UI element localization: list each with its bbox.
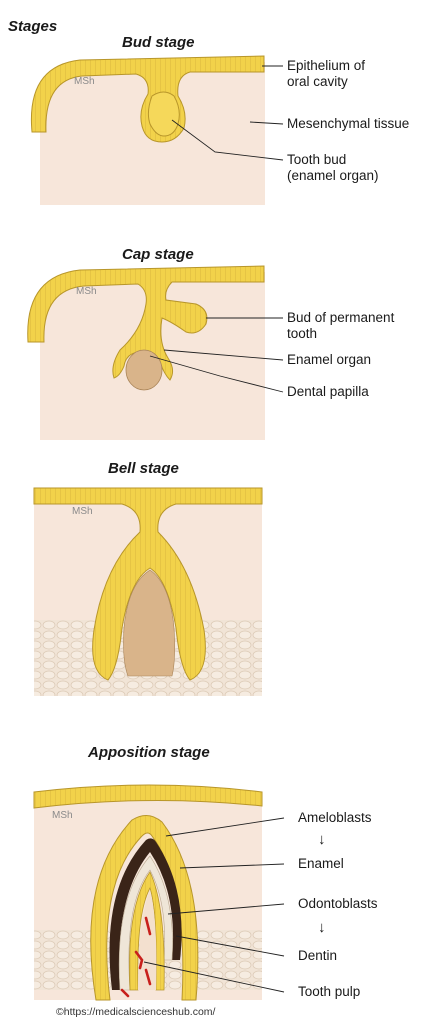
page-title: Stages <box>8 18 58 35</box>
bell-stage-heading: Bell stage <box>108 460 179 477</box>
apposition-stage-heading: Apposition stage <box>88 744 210 761</box>
apposition-stage-figure <box>33 784 263 1001</box>
cap-leader-lines <box>149 317 284 393</box>
label-ameloblasts: Ameloblasts <box>298 810 372 825</box>
label-enamel-organ: Enamel organ <box>287 352 372 367</box>
bud-stage-figure <box>30 55 265 205</box>
label-enamel: Enamel <box>298 856 344 871</box>
bud-msh-label: MSh <box>74 76 95 87</box>
cap-stage-figure <box>27 265 265 440</box>
apposition-odontoblast-layer <box>129 871 165 991</box>
apposition-pulp-vessels <box>120 916 152 998</box>
apposition-pulp <box>138 890 157 990</box>
apposition-outer-epithelium <box>90 815 199 1001</box>
bell-dental-papilla <box>123 569 175 677</box>
arrow-down-icon: ↓ <box>318 831 326 848</box>
bell-stage-figure <box>33 487 263 696</box>
bud-leader-lines <box>171 65 284 161</box>
label-bud-permanent-tooth: Bud of permanent tooth <box>287 310 395 341</box>
bud-stage-heading: Bud stage <box>122 34 195 51</box>
label-tooth-bud: Tooth bud (enamel organ) <box>287 152 379 183</box>
label-dental-papilla: Dental papilla <box>287 384 369 399</box>
bell-epithelium <box>33 487 263 681</box>
cap-msh-label: MSh <box>76 286 97 297</box>
label-tooth-pulp: Tooth pulp <box>298 984 361 999</box>
credit-line: ©https://medicalscienceshub.com/ <box>56 1006 216 1018</box>
label-epithelium-oral-cavity: Epithelium of oral cavity <box>287 58 366 89</box>
bud-epithelium <box>30 55 265 143</box>
bell-msh-label: MSh <box>72 506 93 517</box>
bud-tooth-bud <box>147 91 180 137</box>
label-dentin: Dentin <box>298 948 338 963</box>
cap-dental-papilla <box>125 349 163 391</box>
label-mesenchymal-tissue: Mesenchymal tissue <box>287 116 410 131</box>
cap-stage-heading: Cap stage <box>122 246 194 263</box>
label-odontoblasts: Odontoblasts <box>298 896 378 911</box>
apposition-enamel-layer <box>109 838 182 990</box>
arrow-down-icon: ↓ <box>318 919 326 936</box>
apposition-oral-epithelium <box>33 784 263 809</box>
apposition-dentin-layer <box>118 855 173 991</box>
apposition-leader-lines <box>143 817 285 993</box>
cap-epithelium <box>27 265 265 381</box>
apposition-msh-label: MSh <box>52 810 73 821</box>
